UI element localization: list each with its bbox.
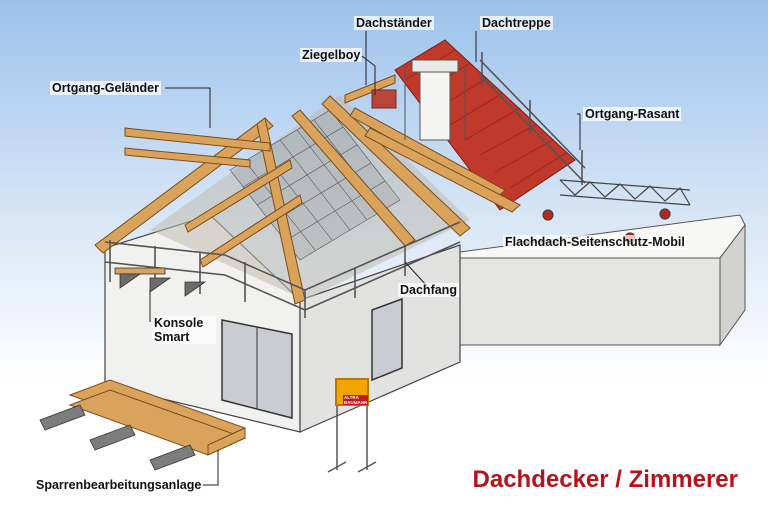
guardrails	[104, 52, 586, 318]
roof-stand	[404, 59, 466, 141]
altra-baumann-sign: ALTRA BAUMANN	[335, 378, 369, 406]
page-title: Dachdecker / Zimmerer	[472, 466, 738, 493]
label-ortgang-rasant: Ortgang-Rasant	[583, 107, 682, 121]
label-ortgang-gelaender: Ortgang-Geländer	[50, 81, 161, 95]
rafter-station	[39, 379, 247, 471]
label-flachdach-seitenschutz: Flachdach-Seitenschutz-Mobil	[503, 235, 687, 249]
console-brackets	[114, 267, 207, 297]
sign-post	[327, 406, 377, 473]
flat-roof-guard	[542, 179, 691, 244]
label-ziegelboy: Ziegelboy	[300, 48, 363, 62]
label-sparrenbearbeitungsanlage: Sparrenbearbeitungsanlage	[34, 478, 204, 492]
label-dachtreppe: Dachtreppe	[480, 16, 553, 30]
label-konsole-smart: Konsole Smart	[152, 316, 216, 344]
side-door	[371, 297, 403, 382]
timber-rafters	[94, 74, 521, 305]
label-dachstaender: Dachständer	[354, 16, 434, 30]
ziegelboy-cart	[371, 89, 397, 109]
sign-logo-text: ALTRA BAUMANN	[343, 395, 369, 405]
label-dachfang: Dachfang	[398, 283, 459, 297]
